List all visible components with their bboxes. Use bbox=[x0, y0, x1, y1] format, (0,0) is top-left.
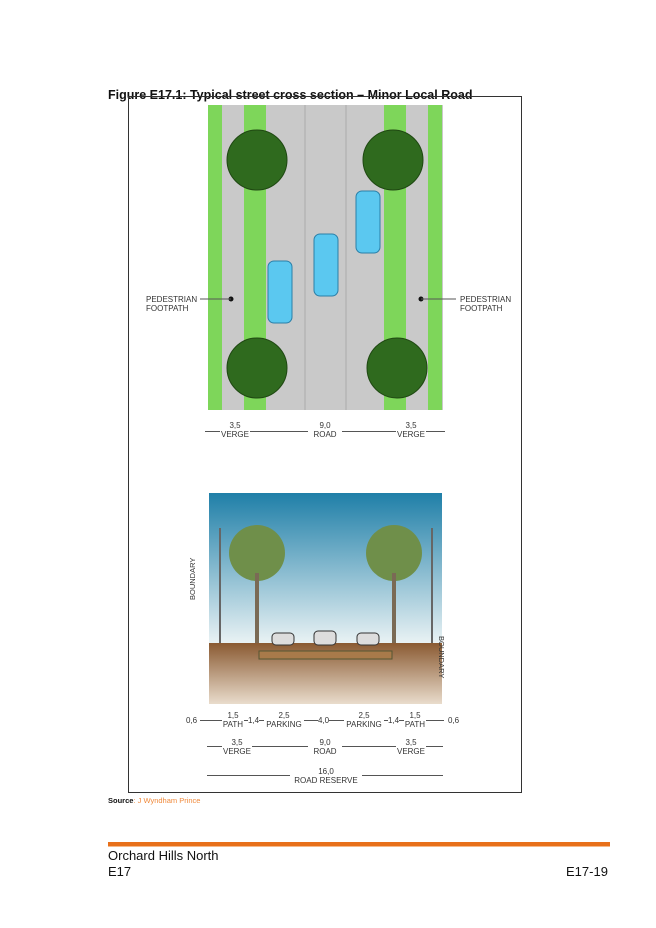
figure-source: Source: J Wyndham Prince bbox=[108, 796, 201, 805]
plan-view-diagram bbox=[200, 105, 456, 410]
footer-title: Orchard Hills North bbox=[108, 848, 219, 863]
boundary-right-label: BOUNDARY bbox=[437, 636, 446, 679]
figure-caption: Figure E17.1: Typical street cross secti… bbox=[108, 88, 473, 102]
dim-1-4-right: 1,4 bbox=[388, 716, 400, 725]
footer-rule bbox=[108, 842, 610, 846]
footer-section: E17 bbox=[108, 864, 132, 879]
tree-icons bbox=[226, 129, 428, 399]
car-icons bbox=[267, 190, 381, 324]
dim-4-0: 4,0 bbox=[318, 716, 330, 725]
dim-0-6-right: 0,6 bbox=[448, 716, 460, 725]
dim-1-4-left: 1,4 bbox=[248, 716, 260, 725]
cross-section-diagram bbox=[209, 493, 442, 704]
dim-0-6-left: 0,6 bbox=[186, 716, 198, 725]
tree-icons bbox=[229, 525, 422, 581]
boundary-left-label: BOUNDARY bbox=[188, 557, 197, 600]
figure-frame bbox=[128, 96, 522, 793]
footer-page-number: E17-19 bbox=[566, 864, 608, 879]
car-icons bbox=[271, 630, 380, 646]
